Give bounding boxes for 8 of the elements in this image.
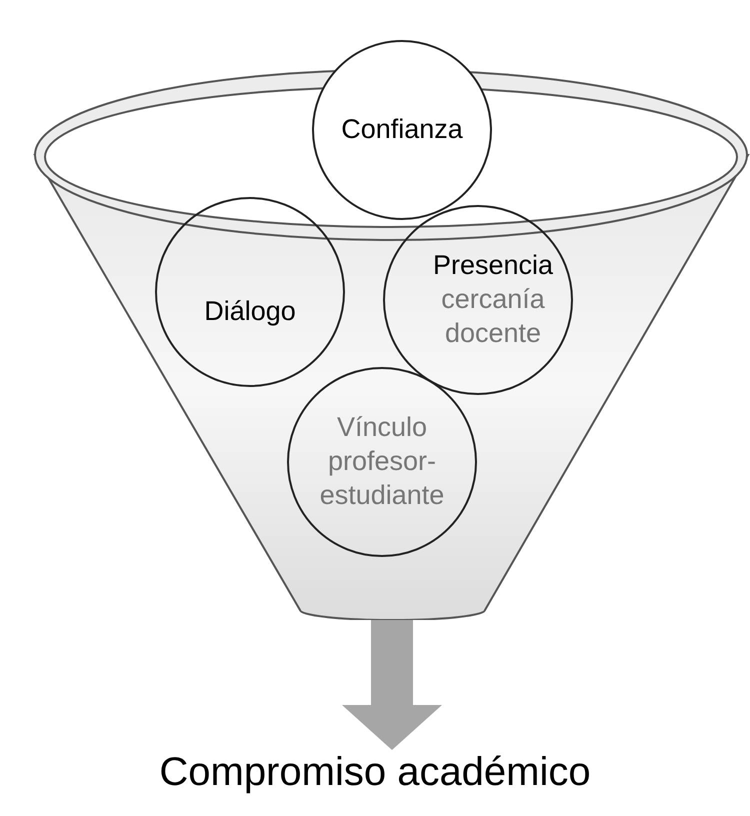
circle-label: Confianza	[341, 113, 463, 146]
circle-label: Vínculo profesor-estudiante	[318, 411, 446, 512]
concept-circle	[287, 367, 477, 557]
circle-label: cercanía docente	[440, 283, 546, 350]
circle-label: Diálogo	[204, 295, 296, 328]
circle-label: Presencia	[433, 249, 553, 282]
concept-circle	[155, 197, 345, 387]
outcome-text: Compromiso académico	[0, 750, 750, 810]
